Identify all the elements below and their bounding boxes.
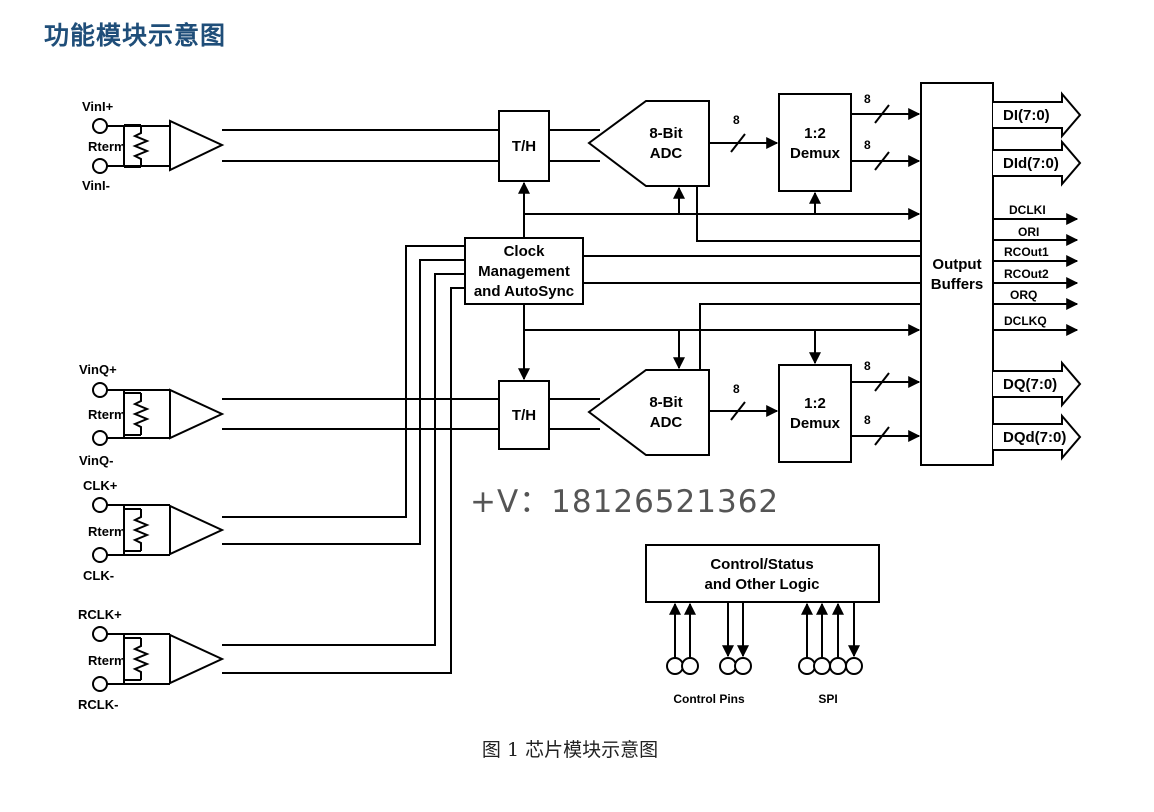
- th-label-q: T/H: [512, 407, 536, 424]
- adc-block-q: [587, 369, 710, 456]
- clock-line2: Management: [478, 263, 570, 280]
- demux-block-i: [778, 93, 852, 192]
- control-pin-2-icon: [681, 657, 699, 675]
- vinq-plus-label: VinQ+: [79, 362, 117, 377]
- control-pin-1-icon: [666, 657, 684, 675]
- clk-plus-pin-icon: [92, 497, 108, 513]
- output-dq-label: DQ(7:0): [1003, 376, 1057, 393]
- control-status-block: [645, 544, 880, 603]
- output-buffers-block: [920, 82, 994, 466]
- watermark-text: +V：18126521362: [470, 484, 780, 520]
- output-orq-label: ORQ: [1010, 288, 1037, 302]
- rclk-buffer-icon: [169, 633, 225, 685]
- clk-plus-label: CLK+: [83, 478, 118, 493]
- th-block-i: [498, 110, 550, 182]
- dqd-bus-arrow-icon: [993, 413, 1082, 461]
- spi-pin-4-icon: [845, 657, 863, 675]
- control-pins-label: Control Pins: [673, 692, 745, 706]
- vinq-input-stage: VinQ+ Rterm VinQ-: [79, 362, 499, 468]
- rclk-minus-pin-icon: [92, 676, 108, 692]
- clk-buffer-icon: [169, 504, 225, 556]
- adc-block-i: [587, 100, 710, 187]
- svg-text:8: 8: [864, 92, 871, 106]
- clock-routing-wires: [222, 245, 465, 674]
- demux-output-buses: 8 8 8 8: [851, 92, 921, 446]
- demux-q-line2: Demux: [790, 415, 841, 432]
- clock-line3: and AutoSync: [474, 283, 574, 300]
- svg-text:8: 8: [864, 413, 871, 427]
- demux-q-line1: 1:2: [804, 395, 826, 412]
- output-dclki-label: DCLKI: [1009, 203, 1046, 217]
- clk-rterm-label: Rterm: [88, 524, 126, 539]
- spi-pins-label: SPI: [818, 692, 837, 706]
- rclk-minus-label: RCLK-: [78, 697, 118, 712]
- output-did-label: DId(7:0): [1003, 155, 1059, 172]
- output-line2: Buffers: [931, 276, 984, 293]
- output-signal-arrows: [993, 213, 1079, 336]
- output-ori-label: ORI: [1018, 225, 1039, 239]
- dq-bus-arrow-icon: [993, 360, 1082, 408]
- clk-minus-label: CLK-: [83, 568, 114, 583]
- control-pin-4-icon: [734, 657, 752, 675]
- vinq-buffer-icon: [169, 388, 225, 440]
- adc-i-bus-width: 8: [733, 113, 740, 127]
- figure-caption: 图 1 芯片模块示意图: [481, 739, 659, 761]
- adc-q-bus-width: 8: [733, 382, 740, 396]
- rclk-rterm-label: Rterm: [88, 653, 126, 668]
- page-heading: 功能模块示意图: [44, 21, 227, 50]
- vini-buffer-icon: [169, 119, 225, 172]
- output-dclkq-label: DCLKQ: [1004, 314, 1047, 328]
- control-pins: [666, 602, 752, 675]
- output-rcout2-label: RCOut2: [1004, 267, 1049, 281]
- clk-minus-pin-icon: [92, 547, 108, 563]
- vinq-minus-label: VinQ-: [79, 453, 113, 468]
- spi-pin-2-icon: [813, 657, 831, 675]
- output-bus-arrows: [993, 91, 1082, 461]
- demux-block-q: [778, 364, 852, 463]
- control-pin-3-icon: [719, 657, 737, 675]
- adc-i-line2: ADC: [650, 145, 683, 162]
- vinq-plus-pin-icon: [92, 382, 108, 398]
- vini-input-stage: VinI+ Rterm VinI-: [82, 99, 499, 193]
- di-bus-arrow-icon: [993, 91, 1082, 139]
- adc-i-line1: 8-Bit: [649, 125, 682, 142]
- output-di-label: DI(7:0): [1003, 107, 1050, 124]
- th-label-i: T/H: [512, 138, 536, 155]
- spi-pin-3-icon: [829, 657, 847, 675]
- svg-text:8: 8: [864, 359, 871, 373]
- spi-pins: [798, 602, 863, 675]
- output-line1: Output: [932, 256, 981, 273]
- rclk-input-stage: RCLK+ Rterm RCLK-: [78, 607, 225, 712]
- did-bus-arrow-icon: [993, 139, 1082, 187]
- output-rcout1-label: RCOut1: [1004, 245, 1049, 259]
- demux-i-line2: Demux: [790, 145, 841, 162]
- vinq-rterm-label: Rterm: [88, 407, 126, 422]
- output-dqd-label: DQd(7:0): [1003, 429, 1066, 446]
- vini-plus-label: VinI+: [82, 99, 114, 114]
- vini-rterm-label: Rterm: [88, 139, 126, 154]
- th-block-q: [498, 380, 550, 450]
- control-line1: Control/Status: [710, 556, 813, 573]
- vini-minus-pin-icon: [92, 158, 108, 174]
- control-line2: and Other Logic: [704, 576, 819, 593]
- vinq-minus-pin-icon: [92, 430, 108, 446]
- spi-pin-1-icon: [798, 657, 816, 675]
- vini-plus-pin-icon: [92, 118, 108, 134]
- rclk-plus-pin-icon: [92, 626, 108, 642]
- clock-distribution-wires: [518, 181, 921, 381]
- adc-q-line2: ADC: [650, 414, 683, 431]
- rclk-plus-label: RCLK+: [78, 607, 122, 622]
- vini-minus-label: VinI-: [82, 178, 110, 193]
- clock-line1: Clock: [504, 243, 546, 260]
- demux-i-line1: 1:2: [804, 125, 826, 142]
- svg-text:8: 8: [864, 138, 871, 152]
- clk-input-stage: CLK+ Rterm CLK-: [83, 478, 225, 583]
- adc-q-line1: 8-Bit: [649, 394, 682, 411]
